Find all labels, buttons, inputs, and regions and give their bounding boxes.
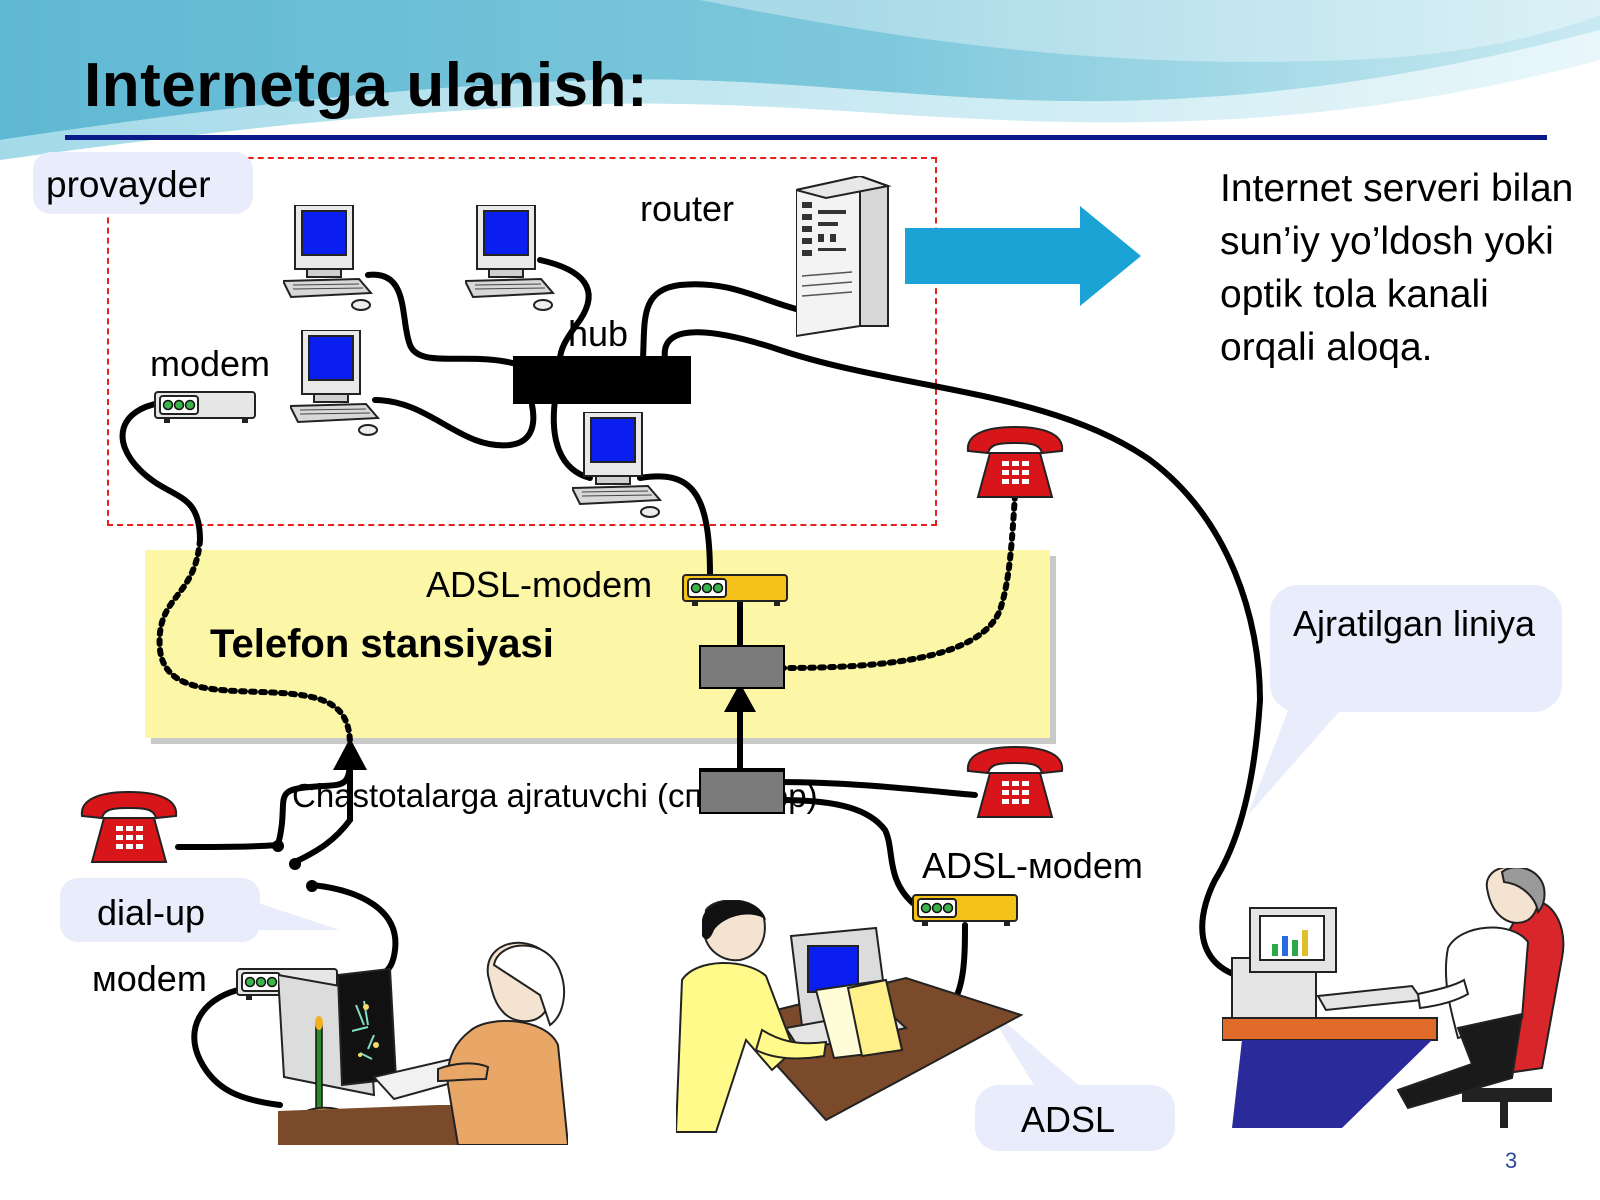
arrow-right-icon [905,206,1141,306]
telephone-station-panel [145,550,1050,738]
page-number: 3 [1505,1148,1518,1173]
provider-frame [107,157,937,526]
splitter-icon [699,645,785,689]
hub-icon [513,356,691,404]
telephone-icon [966,745,1064,818]
adsl-modem-user-label: ADSL-мodem [922,845,1143,886]
adsl-callout [975,1085,1175,1151]
adsl-modem-icon [682,574,788,606]
provider-label: provayder [46,164,211,205]
title-underline [65,135,1547,140]
splitter-overlay [699,770,785,814]
hub-label: hub [568,313,629,354]
computer-icon [465,205,556,311]
leased-line-label: Ajratilgan liniya [1292,603,1536,644]
dialup-label: dial-up [97,892,206,933]
telephone-icon [80,790,178,863]
telephone-station-label: Telefon stansiyasi [210,622,554,666]
modem-bottom-label: мodem [92,958,207,999]
telephone-icon [966,425,1064,498]
router-label: router [640,188,735,229]
modem-label: modem [150,343,271,384]
dialup-callout [60,878,260,942]
computer-icon [290,330,381,436]
adsl-modem-icon [912,894,1018,926]
leased-line-callout [1270,585,1562,712]
computer-icon [572,412,663,518]
computer-icon [283,205,374,311]
leased-line-user-illustration [1222,868,1565,1128]
adsl-user-illustration [676,900,1024,1133]
server-description: Internet serveri bilan sun’iy yo’ldosh y… [1220,167,1574,369]
dialup-user-illustration [278,941,568,1145]
slide-title: Internetga ulanish: [84,51,649,120]
modem-icon [154,391,256,423]
provider-callout [33,152,253,214]
adsl-modem-station-label: ADSL-modem [426,564,653,605]
adsl-label: ADSL [1021,1099,1116,1140]
server-icon [796,176,892,338]
